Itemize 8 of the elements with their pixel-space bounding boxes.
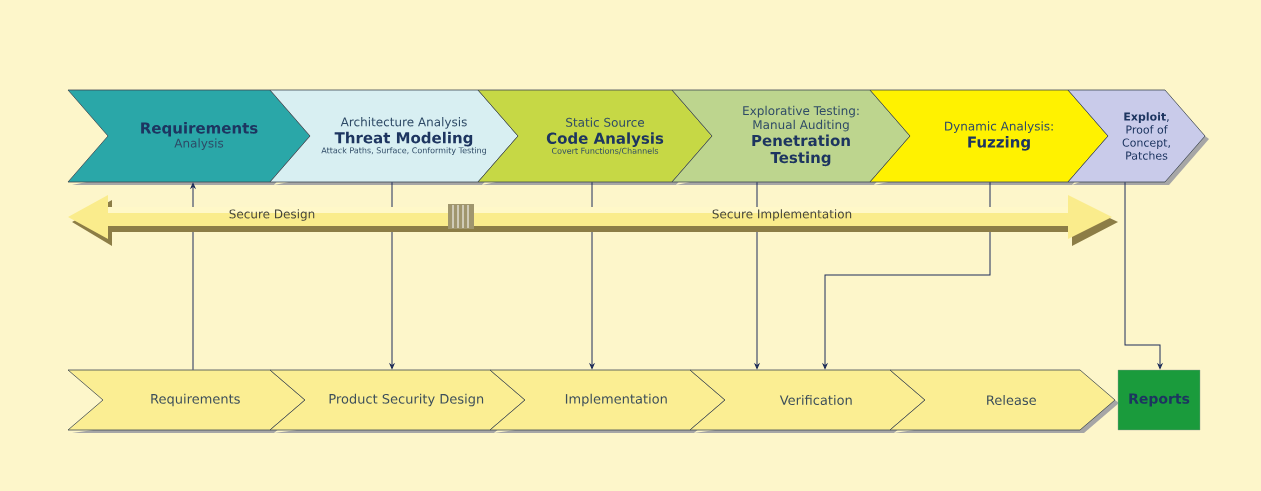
stage-box: Product Security Design [269, 369, 529, 433]
arrow [1124, 181, 1163, 370]
report-box: Reports [1117, 369, 1201, 431]
band-label: Secure Implementation [712, 209, 852, 221]
arrow [822, 181, 991, 370]
band-label: Secure Design [229, 209, 315, 221]
stage-box: Release [889, 369, 1119, 433]
stage-box: Exploit, Proof of Concept, Patches [1067, 89, 1209, 185]
